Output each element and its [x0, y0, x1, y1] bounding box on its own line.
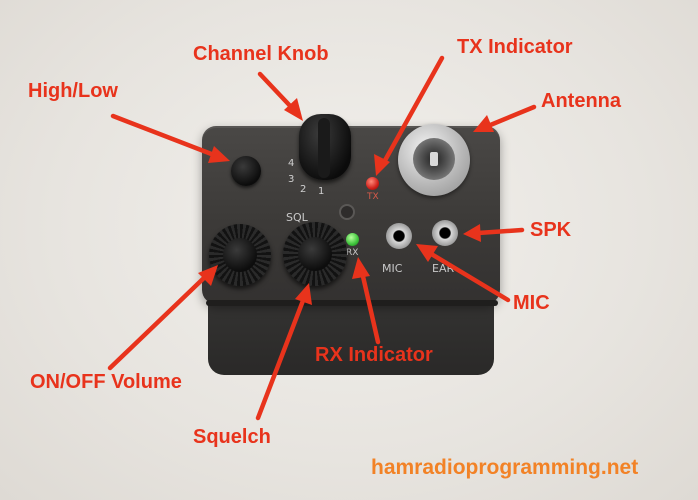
rx-led-label: RX — [346, 248, 359, 258]
label-high-low: High/Low — [28, 80, 118, 102]
squelch-panel-label: SQL — [286, 211, 308, 224]
unused-led — [339, 204, 355, 220]
label-rx-indicator: RX Indicator — [315, 344, 433, 366]
arrowhead-tx-indicator — [374, 154, 390, 176]
radio-seam — [206, 300, 498, 306]
arrowhead-spk — [463, 224, 481, 242]
arrow-squelch — [255, 295, 307, 421]
spk-jack — [432, 220, 458, 246]
rx-led — [346, 233, 359, 246]
arrow-volume — [107, 273, 209, 371]
arrow-high-low — [110, 113, 217, 158]
tx-led — [366, 177, 379, 190]
channel-mark-2: 2 — [300, 184, 307, 195]
channel-mark-1: 1 — [318, 186, 325, 197]
watermark-text: hamradioprogramming.net — [371, 456, 639, 479]
arrowhead-channel-knob — [284, 98, 303, 121]
volume-knob-cap — [223, 238, 257, 272]
label-mic: MIC — [513, 292, 550, 314]
label-squelch: Squelch — [193, 426, 271, 448]
channel-mark-3: 3 — [288, 174, 295, 185]
arrowhead-squelch — [295, 283, 312, 305]
arrow-rx-indicator — [359, 269, 381, 345]
label-spk: SPK — [530, 219, 572, 241]
label-antenna: Antenna — [541, 90, 621, 112]
squelch-knob-cap — [298, 237, 332, 271]
arrow-antenna — [485, 104, 537, 129]
mic-jack — [386, 223, 412, 249]
tx-led-label: TX — [367, 192, 379, 202]
arrowhead-volume — [198, 265, 218, 286]
arrow-tx-indicator — [380, 55, 445, 167]
arrowhead-mic — [416, 244, 438, 262]
channel-mark-4: 4 — [288, 158, 295, 169]
antenna-connector-pin — [430, 152, 438, 166]
arrow-mic — [425, 249, 511, 303]
label-channel-knob: Channel Knob — [193, 43, 329, 65]
label-tx-indicator: TX Indicator — [457, 36, 573, 58]
label-on-off-volume: ON/OFF Volume — [30, 371, 182, 393]
arrow-channel-knob — [257, 71, 297, 113]
high-low-button — [231, 156, 261, 186]
arrowhead-antenna — [473, 115, 494, 132]
mic-jack-label: MIC — [382, 262, 403, 275]
arrowhead-high-low — [208, 146, 230, 163]
arrow-spk — [475, 227, 525, 236]
channel-knob-ridge — [318, 118, 330, 178]
arrowhead-rx-indicator — [352, 257, 370, 279]
